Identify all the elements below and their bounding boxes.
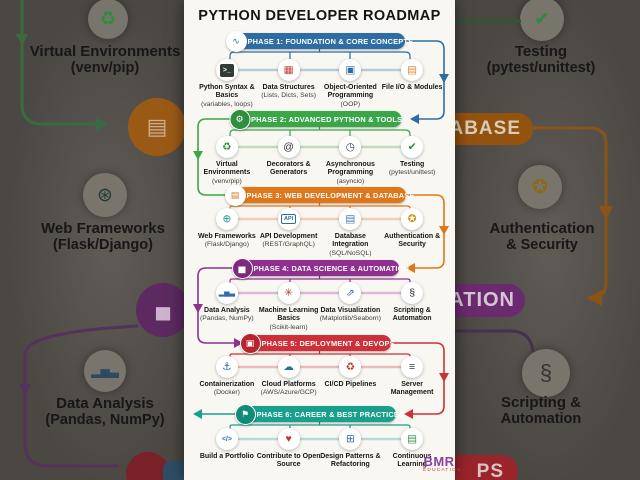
item-server-management: ≡ Server Management (381, 356, 443, 398)
item-containerization: ⚓ Containerization (Docker) (196, 356, 258, 398)
item-data-visualization: ⇗ Data Visualization (Matplotlib/Seaborn… (320, 282, 382, 331)
phase-5-header: ▣ PHASE 5: DEPLOYMENT & DEVOPS (239, 333, 395, 354)
phase-6-label: PHASE 6: CAREER & BEST PRACTICES (256, 409, 405, 419)
item-cicd: ♻ CI/CD Pipelines (320, 356, 382, 398)
phase-5-label: PHASE 5: DEPLOYMENT & DEVOPS (261, 338, 395, 348)
bg-label-data-analysis: Data Analysis (Pandas, NumPy) (45, 395, 165, 429)
background-glow-left (10, 0, 210, 480)
item-python-syntax: >_ Python Syntax & Basics (variables, lo… (196, 59, 258, 108)
handshake-icon: ⚑ (234, 404, 256, 425)
chart-icon: ▅ (231, 258, 253, 279)
item-cloud-platforms: ☁ Cloud Platforms (AWS/Azure/GCP) (258, 356, 320, 398)
data-structures-icon: ▦ (277, 59, 300, 81)
item-database-integration: ▤ Database Integration (SQL/NoSQL) (320, 208, 382, 257)
phase-1-header: ∿ PHASE 1: FOUNDATION & CORE CONCEPTS (225, 31, 413, 52)
scroll-icon: § (401, 282, 424, 304)
phase-4-items: ▂▅▃ Data Analysis (Pandas, NumPy) ✳ Mach… (196, 282, 443, 331)
brand-logo-name: BMR (423, 454, 455, 469)
roadmap-connectors (193, 40, 449, 441)
item-machine-learning: ✳ Machine Learning Basics (Scikit-learn) (258, 282, 320, 331)
books-icon: ▤ (401, 428, 424, 450)
phase-3-items: ⊕ Web Frameworks (Flask/Django) API API … (196, 208, 443, 257)
roadmap-card: PYTHON DEVELOPER ROADMAP (184, 0, 462, 480)
phase-3-label: PHASE 3: WEB DEVELOPMENT & DATABASE (246, 190, 415, 200)
phase-5-items: ⚓ Containerization (Docker) ☁ Cloud Plat… (196, 356, 443, 398)
item-authentication: ✪ Authentication & Security (381, 208, 443, 257)
code-folder-icon: </> (215, 428, 238, 450)
phase-1-label: PHASE 1: FOUNDATION & CORE CONCEPTS (247, 36, 414, 46)
scroll-icon: § (522, 349, 570, 397)
browser-database-icon: ▤ (128, 98, 186, 156)
item-portfolio: </> Build a Portfolio (196, 428, 258, 470)
bg-label-virtual-environments: Virtual Environments (venv/pip) (29, 43, 181, 77)
item-file-io: ▤ File I/O & Modules (381, 59, 443, 108)
web-framework-icon: ⊛ (83, 173, 127, 217)
bg-label-authentication: Authentication & Security (489, 220, 595, 254)
key-lock-icon: ✪ (401, 208, 424, 230)
phase-6-header: ⚑ PHASE 6: CAREER & BEST PRACTICES (234, 404, 404, 425)
phase-3-header: ▤ PHASE 3: WEB DEVELOPMENT & DATABASE (224, 185, 414, 206)
phase-2-header: ⚙ PHASE 2: ADVANCED PYTHON & TOOLS (229, 109, 402, 130)
phase-4-header: ▅ PHASE 4: DATA SCIENCE & AUTOMATION (231, 258, 409, 279)
item-data-structures: ▦ Data Structures (Lists, Dicts, Sets) (258, 59, 320, 108)
bg-label-scripting: Scripting & Automation (500, 394, 582, 428)
phase-2-label: PHASE 2: ADVANCED PYTHON & TOOLS (251, 114, 403, 124)
deployment-icon: ▣ (239, 333, 261, 354)
testtube-icon: ✔ (520, 0, 564, 41)
item-open-source: ♥ Contribute to Open Source (257, 428, 321, 470)
monitor-icon: ▣ (339, 59, 362, 81)
web-icon: ⊕ (215, 208, 238, 230)
phase-2-items: ♻ Virtual Environments (venv/pip) @ Deco… (196, 136, 443, 185)
key-lock-icon: ✪ (518, 165, 562, 209)
chart-circle-icon: ▅ (136, 283, 190, 337)
clock-icon: ◷ (339, 136, 362, 158)
item-api-development: API API Development (REST/GraphQL) (258, 208, 320, 257)
venv-icon: ♻ (215, 136, 238, 158)
background-glow-right (450, 0, 640, 480)
gear-icon: ⚙ (229, 109, 250, 130)
bg-label-testing: Testing (pytest/unittest) (486, 43, 596, 77)
item-continuous-learning: ▤ Continuous Learning (381, 428, 443, 470)
cicd-icon: ♻ (339, 356, 362, 378)
server-icon: ≡ (401, 356, 424, 378)
venv-icon: ♻ (88, 0, 128, 39)
line-chart-icon: ⇗ (339, 282, 362, 304)
phase-6-items: </> Build a Portfolio ♥ Contribute to Op… (196, 428, 443, 470)
cloud-icon: ☁ (277, 356, 300, 378)
bar-chart-icon: ▂▅▃ (215, 282, 238, 304)
item-data-analysis: ▂▅▃ Data Analysis (Pandas, NumPy) (196, 282, 258, 331)
item-async: ◷ Asynchronous Programming (asyncio) (320, 136, 382, 185)
docker-icon: ⚓ (215, 356, 238, 378)
brand-logo-sub: EDUCATION (423, 468, 462, 473)
item-web-frameworks: ⊕ Web Frameworks (Flask/Django) (196, 208, 258, 257)
bg-label-web-frameworks: Web Frameworks (Flask/Django) (41, 220, 165, 254)
brand-logo: BMR EDUCATION (423, 454, 462, 474)
item-decorators: @ Decorators & Generators (258, 136, 320, 185)
blueprint-icon: ⊞ (339, 428, 362, 450)
item-testing: ✔ Testing (pytest/unittest) (381, 136, 443, 185)
terminal-icon: >_ (215, 59, 238, 81)
folder-icon: ▤ (401, 59, 424, 81)
item-scripting: § Scripting & Automation (381, 282, 443, 331)
api-icon: API (277, 208, 300, 230)
bar-chart-icon: ▂▅▃ (84, 350, 126, 392)
phase-4-label: PHASE 4: DATA SCIENCE & AUTOMATION (253, 263, 410, 273)
brain-icon: ✳ (277, 282, 300, 304)
python-icon: ∿ (225, 31, 247, 52)
item-design-patterns: ⊞ Design Patterns & Refactoring (320, 428, 382, 470)
decorator-icon: @ (277, 136, 300, 158)
database-icon: ▤ (339, 208, 362, 230)
cloud-circle-icon (126, 452, 170, 480)
item-virtual-environments: ♻ Virtual Environments (venv/pip) (196, 136, 258, 185)
phase-1-items: >_ Python Syntax & Basics (variables, lo… (196, 59, 443, 108)
testtube-icon: ✔ (401, 136, 424, 158)
heart-hand-icon: ♥ (277, 428, 300, 450)
page-title: PYTHON DEVELOPER ROADMAP (198, 8, 441, 24)
browser-database-icon: ▤ (224, 185, 246, 206)
item-oop: ▣ Object-Oriented Programming (OOP) (320, 59, 382, 108)
